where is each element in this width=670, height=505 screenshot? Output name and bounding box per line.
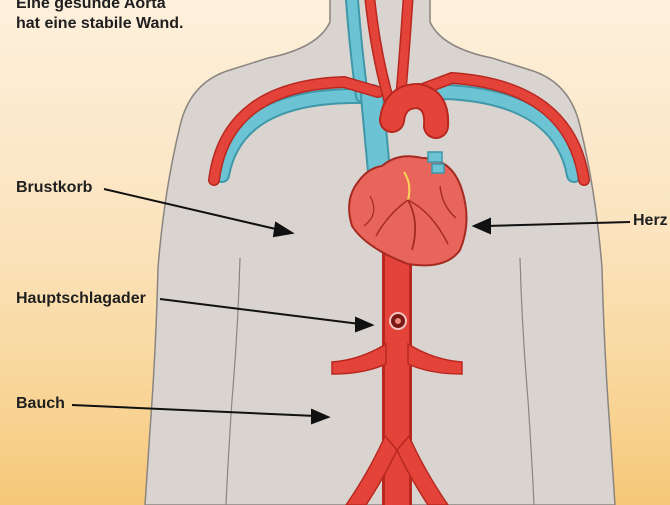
- label-herz: Herz: [633, 212, 668, 230]
- label-bauch: Bauch: [16, 395, 65, 413]
- label-brustkorb: Brustkorb: [16, 179, 92, 197]
- diagram-caption: Eine gesunde Aorta hat eine stabile Wand…: [16, 0, 183, 34]
- caption-line-1: Eine gesunde Aorta: [16, 0, 183, 14]
- caption-line-2: hat eine stabile Wand.: [16, 14, 183, 34]
- label-hauptschlagader: Hauptschlagader: [16, 290, 146, 308]
